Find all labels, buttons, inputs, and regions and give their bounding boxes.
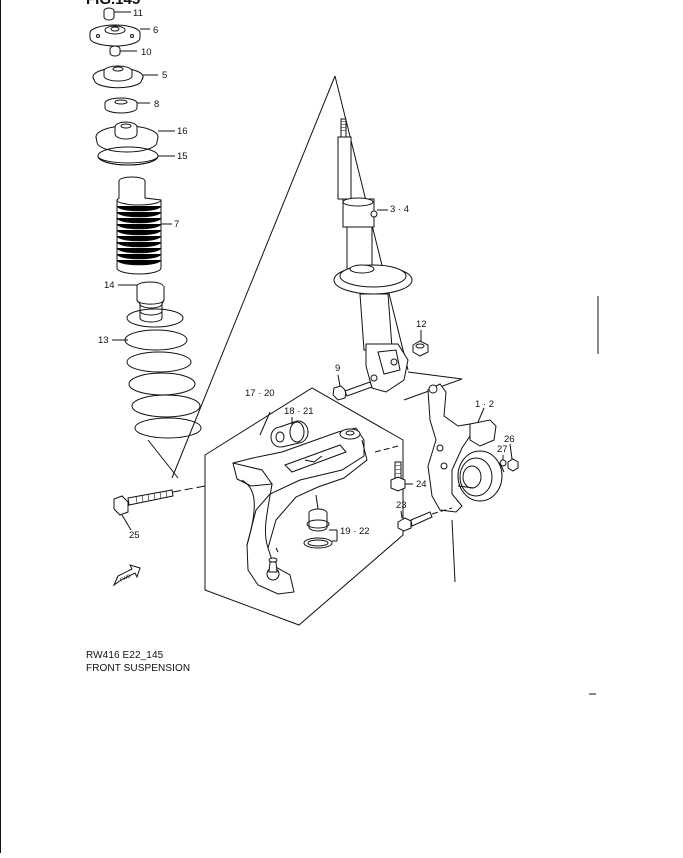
callouts: 11 6 10 5 8 16 15 7 14 13 25 17 · 20 18 … xyxy=(98,8,515,541)
callout-17-20: 17 · 20 xyxy=(245,388,275,399)
callout-9: 9 xyxy=(335,363,340,374)
part-26-27-nut-pin xyxy=(499,443,519,473)
part-13-coil-spring xyxy=(112,308,202,439)
callout-5: 5 xyxy=(162,70,167,81)
callout-3-4: 3 · 4 xyxy=(390,204,409,215)
callout-12: 12 xyxy=(416,319,427,330)
guide-lines xyxy=(147,75,463,479)
part-24-bolt xyxy=(390,461,413,492)
guide-knuckle-arm xyxy=(451,519,456,583)
callout-7: 7 xyxy=(174,219,179,230)
fwd-arrow-text: FWD xyxy=(119,573,132,583)
callout-19-22: 19 · 22 xyxy=(340,526,370,537)
callout-8: 8 xyxy=(154,99,159,110)
part-18-21-bushing xyxy=(270,417,309,448)
guide-arm-knuckle xyxy=(374,445,399,453)
part-11-nut xyxy=(103,7,131,21)
part-3-4-strut xyxy=(333,118,413,393)
callout-14: 14 xyxy=(104,280,115,291)
figure-code: RW416 E22_145 xyxy=(86,650,164,661)
callout-18-21: 18 · 21 xyxy=(284,406,314,417)
part-19-22-rear-bushing xyxy=(303,494,338,549)
callout-16: 16 xyxy=(177,126,188,137)
part-23-bolt xyxy=(397,507,453,532)
callout-6: 6 xyxy=(153,25,158,36)
callout-15: 15 xyxy=(177,151,188,162)
fwd-arrow-icon: FWD xyxy=(112,564,141,587)
callout-24: 24 xyxy=(416,479,427,490)
part-6-upper-mount xyxy=(89,24,150,47)
part-14-bump-stopper xyxy=(118,281,165,323)
part-25-bolt xyxy=(113,485,206,531)
callout-10: 10 xyxy=(141,47,152,58)
part-7-dust-boot xyxy=(116,176,172,275)
figure-title-fragment: FIG.145 xyxy=(86,0,140,8)
callout-25: 25 xyxy=(129,530,140,541)
part-9-bolt xyxy=(332,374,373,401)
part-12-nut xyxy=(412,330,429,357)
part-5-strut-support xyxy=(92,65,158,89)
callout-13: 13 xyxy=(98,335,109,346)
part-8-bearing xyxy=(104,97,150,114)
lower-arm-box xyxy=(204,387,404,626)
figure-name: FRONT SUSPENSION xyxy=(86,663,191,674)
callout-23: 23 xyxy=(396,500,407,511)
part-17-20-control-arm xyxy=(232,411,368,595)
callout-27: 27 xyxy=(497,444,508,455)
part-10-nut xyxy=(109,45,137,57)
callout-11: 11 xyxy=(133,8,143,19)
callout-26: 26 xyxy=(504,434,515,445)
part-16-spring-seat xyxy=(95,121,175,153)
part-15-insulator xyxy=(97,146,175,166)
part-1-2-knuckle xyxy=(427,383,503,513)
callout-1-2: 1 · 2 xyxy=(475,399,494,410)
